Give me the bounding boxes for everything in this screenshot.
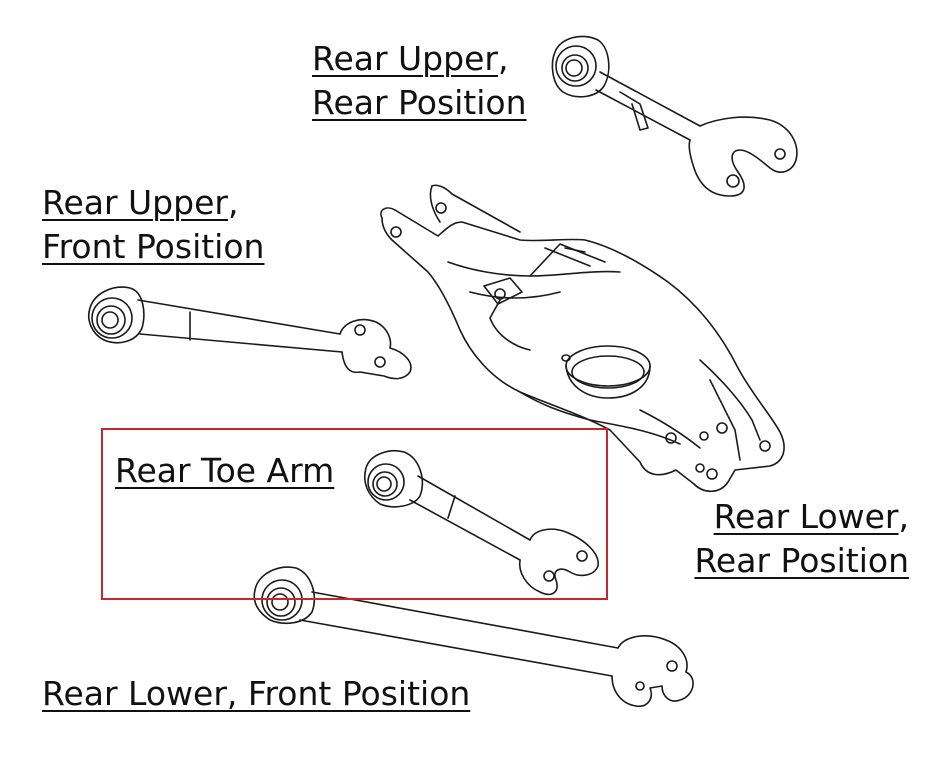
rear-lower-front-arm-icon	[253, 566, 694, 708]
label-rear-upper-rear: Rear Upper, Rear Position	[312, 39, 527, 122]
label-rear-upper-front: Rear Upper, Front Position	[42, 183, 265, 266]
label-rear-lower-front: Rear Lower, Front Position	[42, 674, 471, 713]
label-rear-lower-rear: Rear Lower, Rear Position	[694, 497, 909, 580]
rear-upper-rear-arm-icon	[551, 35, 798, 197]
rear-lower-rear-arm-icon	[380, 184, 785, 493]
label-rear-toe-arm: Rear Toe Arm	[115, 451, 335, 490]
rear-upper-front-arm-icon	[88, 286, 412, 380]
rear-toe-arm-icon	[364, 450, 599, 596]
